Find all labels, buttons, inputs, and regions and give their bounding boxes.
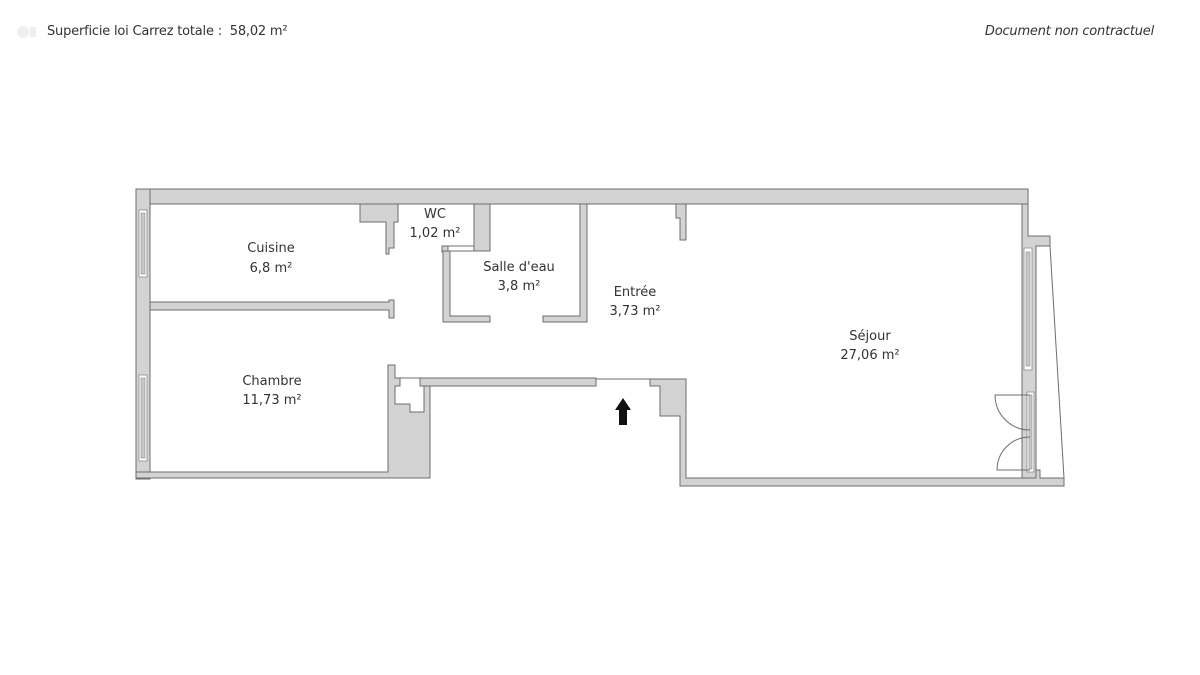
balcony-outline	[1036, 245, 1065, 479]
room-sejour: Séjour 27,06 m²	[840, 329, 899, 363]
window-pane	[140, 377, 146, 459]
room-wc: WC 1,02 m²	[410, 207, 461, 241]
room-name: Chambre	[242, 374, 301, 389]
room-name: Séjour	[849, 329, 891, 344]
room-area: 6,8 m²	[250, 261, 293, 276]
room-area: 3,8 m²	[498, 279, 541, 294]
room-entree: Entrée 3,73 m²	[610, 285, 661, 319]
room-chambre: Chambre 11,73 m²	[242, 374, 301, 408]
door-swing-top	[994, 394, 1031, 431]
window-pane	[1028, 394, 1033, 470]
room-cuisine: Cuisine 6,8 m²	[247, 241, 295, 276]
room-name: Salle d'eau	[483, 260, 555, 275]
door-swing-bottom	[996, 436, 1031, 471]
wall-corridor	[419, 377, 597, 387]
room-name: WC	[424, 207, 446, 222]
wall-salledeau-entree	[542, 203, 588, 323]
watermark-logo-icon	[16, 24, 36, 38]
total-area: Superficie loi Carrez totale : 58,02 m²	[47, 24, 288, 39]
entrance-arrow-icon	[615, 398, 631, 425]
room-area: 1,02 m²	[410, 226, 461, 241]
window-pane	[140, 212, 146, 275]
total-area-label: Superficie loi Carrez totale :	[47, 24, 222, 39]
wall-entree-stub	[675, 203, 687, 241]
wall-wc-salledeau	[442, 203, 491, 323]
wall-cuisine-chambre	[149, 299, 395, 319]
room-salle-deau: Salle d'eau 3,8 m²	[483, 260, 555, 294]
room-area: 11,73 m²	[242, 393, 301, 408]
total-area-value: 58,02 m²	[229, 24, 288, 39]
room-area: 3,73 m²	[610, 304, 661, 319]
wall-cuisine-wc	[359, 203, 399, 255]
window-pane	[1025, 251, 1031, 367]
disclaimer: Document non contractuel	[984, 24, 1154, 39]
room-area: 27,06 m²	[840, 348, 899, 363]
room-name: Entrée	[614, 285, 657, 300]
room-name: Cuisine	[247, 241, 295, 256]
